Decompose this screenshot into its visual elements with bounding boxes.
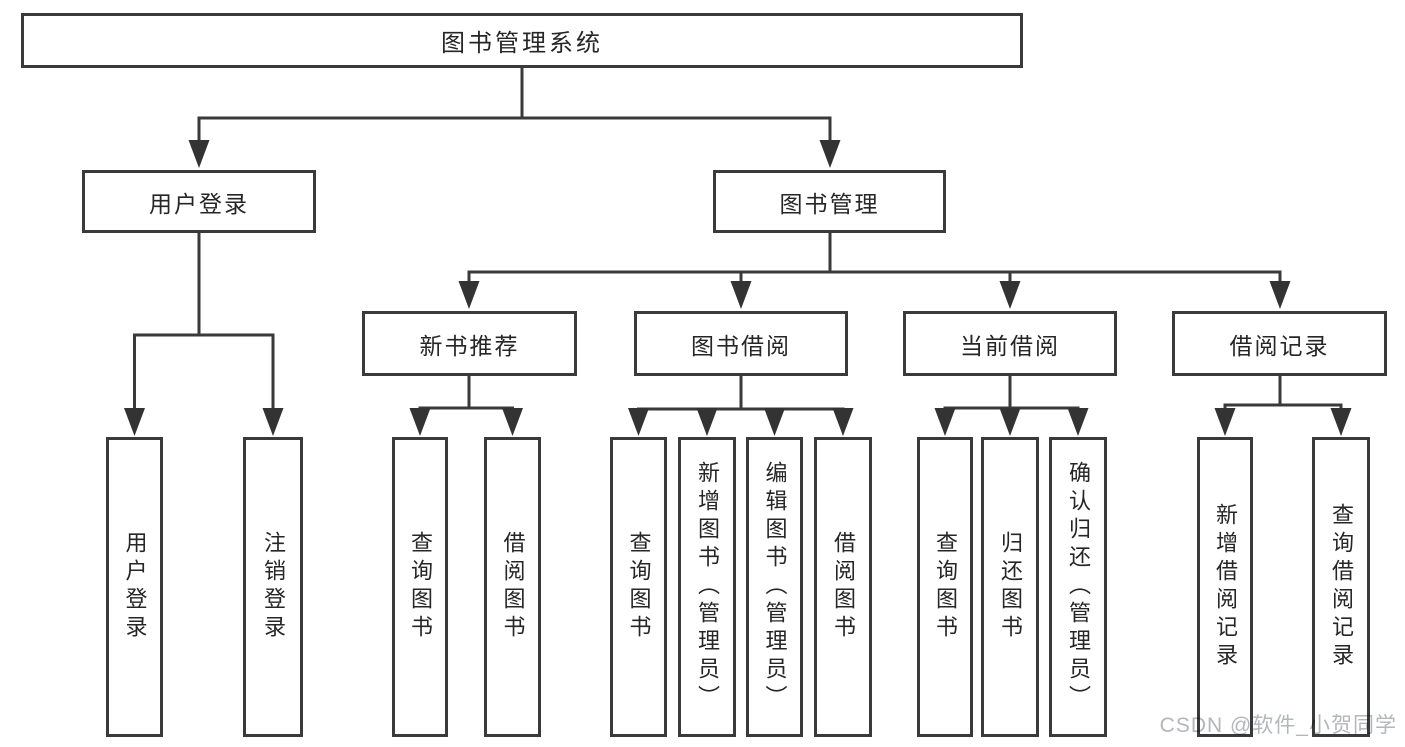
node-leaf-cb-confirm-return-label: 确认归还（管理员） (1066, 461, 1091, 713)
node-leaf-br-query-record-label: 查询借阅记录 (1329, 503, 1354, 671)
node-root: 图书管理系统 (21, 13, 1023, 68)
node-new-book-rec: 新书推荐 (362, 311, 577, 376)
node-book-borrow: 图书借阅 (634, 311, 848, 376)
node-leaf-logout-label: 注销登录 (261, 531, 286, 643)
arrowheads-level2 (188, 140, 841, 168)
node-user-login: 用户登录 (82, 170, 316, 233)
node-book-mgmt-label: 图书管理 (779, 190, 880, 217)
node-leaf-bb-edit-books-label: 编辑图书（管理员） (762, 461, 788, 713)
node-leaf-user-login: 用户登录 (106, 437, 163, 737)
connector-borrow-record-split (1223, 374, 1343, 412)
node-leaf-rec-query-books-label: 查询图书 (408, 531, 433, 643)
node-leaf-bb-edit-books: 编辑图书（管理员） (746, 437, 803, 737)
node-leaf-user-login-label: 用户登录 (122, 531, 148, 643)
node-leaf-logout: 注销登录 (243, 437, 303, 737)
arrowheads-leaves (124, 408, 1352, 436)
node-leaf-bb-query-books-label: 查询图书 (626, 531, 652, 643)
node-leaf-rec-borrow-books-label: 借阅图书 (500, 531, 526, 643)
connector-user-login-split (133, 231, 275, 412)
node-leaf-br-add-record-label: 新增借阅记录 (1213, 503, 1238, 671)
csdn-watermark: CSDN @软件_小贺同学 (1159, 714, 1397, 737)
connector-root-split (197, 66, 832, 144)
connector-book-mgmt-split (467, 231, 1282, 285)
node-current-borrow-label: 当前借阅 (960, 332, 1060, 359)
node-book-mgmt: 图书管理 (713, 170, 946, 233)
node-leaf-bb-borrow-books-label: 借阅图书 (831, 531, 856, 643)
node-borrow-record-label: 借阅记录 (1229, 332, 1330, 359)
connector-current-borrow-split (943, 374, 1080, 413)
node-leaf-bb-add-books-label: 新增图书（管理员） (695, 461, 720, 713)
node-borrow-record: 借阅记录 (1172, 311, 1387, 376)
node-leaf-rec-query-books: 查询图书 (392, 437, 448, 737)
node-leaf-rec-borrow-books: 借阅图书 (484, 437, 541, 737)
node-leaf-bb-borrow-books: 借阅图书 (814, 437, 872, 737)
node-leaf-bb-add-books: 新增图书（管理员） (678, 437, 736, 737)
node-leaf-br-query-record: 查询借阅记录 (1312, 437, 1370, 737)
node-leaf-cb-return-books: 归还图书 (981, 437, 1039, 737)
node-leaf-br-add-record: 新增借阅记录 (1197, 437, 1253, 737)
node-leaf-cb-query-books-label: 查询图书 (933, 531, 958, 643)
node-leaf-cb-query-books: 查询图书 (917, 437, 973, 737)
node-book-borrow-label: 图书借阅 (691, 332, 791, 359)
connector-new-book-rec-split (418, 374, 514, 413)
node-root-label: 图书管理系统 (441, 30, 603, 57)
node-leaf-bb-query-books: 查询图书 (610, 437, 667, 737)
node-current-borrow: 当前借阅 (903, 311, 1117, 376)
node-leaf-cb-return-books-label: 归还图书 (998, 531, 1023, 643)
arrowheads-level3 (458, 281, 1291, 309)
node-leaf-cb-confirm-return: 确认归还（管理员） (1049, 437, 1107, 737)
node-new-book-rec-label: 新书推荐 (419, 332, 520, 359)
node-user-login-label: 用户登录 (149, 190, 249, 217)
connector-book-borrow-split (637, 374, 845, 413)
